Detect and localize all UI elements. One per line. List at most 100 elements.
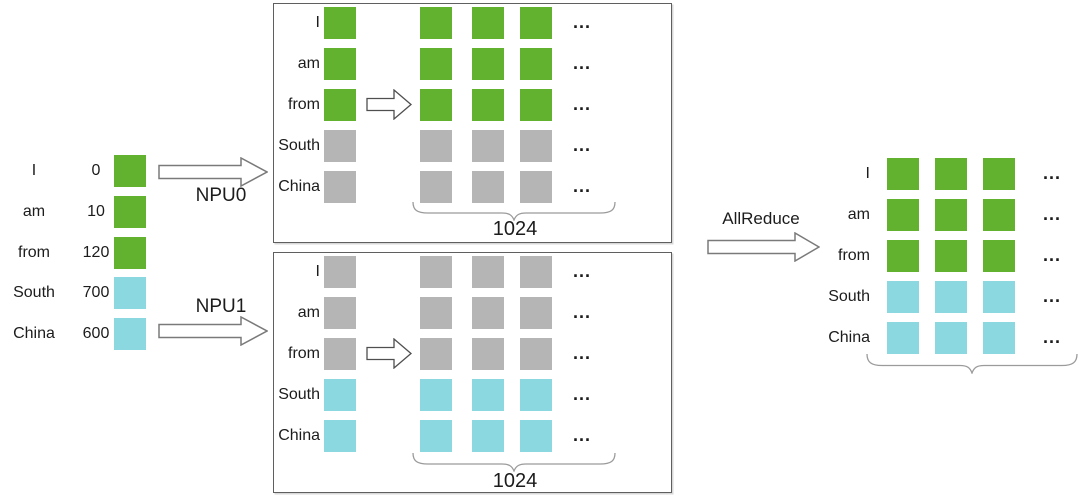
token-index-value: 600 [82, 325, 110, 342]
ellipsis-dots: ... [1042, 327, 1061, 347]
embedding-cell [472, 256, 504, 288]
embedding-cell [983, 322, 1015, 354]
embedding-cell [520, 89, 552, 121]
embedding-cell [887, 158, 919, 190]
lookup-expand-arrow-icon [366, 338, 412, 369]
token-label: from [18, 244, 50, 261]
ellipsis-dots: ... [1042, 286, 1061, 306]
embedding-cell [887, 199, 919, 231]
embedding-cell [472, 379, 504, 411]
embedding-swatch [114, 155, 146, 187]
embedding-cell [983, 158, 1015, 190]
embedding-dim-label: 1024 [492, 218, 538, 240]
embedding-cell [935, 158, 967, 190]
token-label: South [13, 284, 55, 301]
embedding-cell [983, 240, 1015, 272]
embedding-cell [520, 171, 552, 203]
embedding-cell [520, 379, 552, 411]
ellipsis-dots: ... [572, 261, 591, 281]
embedding-cell [472, 171, 504, 203]
ellipsis-dots: ... [572, 384, 591, 404]
embedding-swatch [114, 277, 146, 309]
embedding-cell [420, 130, 452, 162]
embedding-cell [935, 240, 967, 272]
embedding-cell [472, 338, 504, 370]
ellipsis-dots: ... [1042, 163, 1061, 183]
ellipsis-dots: ... [1042, 245, 1061, 265]
token-label: China [278, 178, 320, 195]
embedding-cell [420, 256, 452, 288]
token-label: am [22, 203, 46, 220]
embedding-cell [420, 89, 452, 121]
token-label: China [828, 329, 870, 346]
embedding-cell [983, 281, 1015, 313]
embedding-cell [935, 281, 967, 313]
embedding-swatch [324, 89, 356, 121]
token-label: from [288, 96, 320, 113]
embedding-cell [472, 130, 504, 162]
embedding-swatch [114, 318, 146, 350]
embedding-cell [887, 281, 919, 313]
embedding-cell [472, 89, 504, 121]
token-index-value: 0 [91, 162, 101, 179]
token-index-value: 700 [82, 284, 110, 301]
ellipsis-dots: ... [572, 302, 591, 322]
token-label: I [865, 165, 870, 182]
token-label: am [847, 206, 870, 223]
npu1-right-arrow-icon [158, 316, 268, 346]
token-label: from [838, 247, 870, 264]
token-label: am [297, 304, 320, 321]
embedding-cell [420, 379, 452, 411]
token-label: South [828, 288, 870, 305]
embedding-cell [983, 199, 1015, 231]
dimension-brace-icon [412, 453, 616, 472]
npu1-arrow-label: NPU1 [195, 296, 247, 317]
embedding-cell [520, 130, 552, 162]
embedding-swatch [114, 237, 146, 269]
token-index-value: 120 [82, 244, 110, 261]
ellipsis-dots: ... [572, 12, 591, 32]
token-label: South [278, 386, 320, 403]
embedding-cell [935, 322, 967, 354]
embedding-cell [520, 48, 552, 80]
embedding-cell [420, 7, 452, 39]
token-label: China [278, 427, 320, 444]
token-label: I [315, 263, 320, 280]
embedding-cell [520, 7, 552, 39]
embedding-cell [887, 240, 919, 272]
embedding-cell [420, 420, 452, 452]
token-label: South [278, 137, 320, 154]
embedding-swatch [324, 256, 356, 288]
embedding-swatch [324, 130, 356, 162]
embedding-cell [935, 199, 967, 231]
token-label: from [288, 345, 320, 362]
embedding-cell [472, 420, 504, 452]
embedding-dim-label: 1024 [492, 470, 538, 492]
allreduce-arrow-label: AllReduce [722, 209, 800, 228]
ellipsis-dots: ... [572, 343, 591, 363]
ellipsis-dots: ... [1042, 204, 1061, 224]
embedding-swatch [324, 7, 356, 39]
dimension-brace-icon [866, 354, 1078, 374]
embedding-cell [887, 322, 919, 354]
embedding-cell [520, 256, 552, 288]
token-label: China [13, 325, 55, 342]
embedding-cell [472, 7, 504, 39]
embedding-cell [472, 297, 504, 329]
token-label: I [31, 162, 37, 179]
embedding-cell [520, 420, 552, 452]
embedding-cell [420, 48, 452, 80]
token-label: I [315, 14, 320, 31]
embedding-swatch [324, 379, 356, 411]
embedding-swatch [324, 338, 356, 370]
ellipsis-dots: ... [572, 425, 591, 445]
embedding-cell [520, 338, 552, 370]
ellipsis-dots: ... [572, 135, 591, 155]
ellipsis-dots: ... [572, 94, 591, 114]
lookup-expand-arrow-icon [366, 89, 412, 120]
token-label: am [297, 55, 320, 72]
token-index-value: 10 [87, 203, 105, 220]
npu0-arrow-label: NPU0 [195, 185, 247, 206]
embedding-swatch [114, 196, 146, 228]
